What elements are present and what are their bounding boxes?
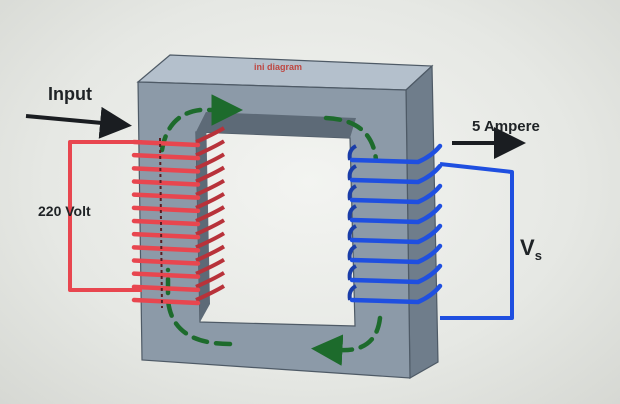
secondary-turn xyxy=(349,263,443,285)
secondary-turn-back xyxy=(347,224,358,241)
primary-turn xyxy=(131,205,201,214)
primary-turn xyxy=(131,284,201,293)
secondary-turn xyxy=(349,163,443,185)
primary-seam xyxy=(159,137,163,309)
primary-turn-back xyxy=(195,284,226,302)
primary-turn-back xyxy=(195,244,226,263)
primary-turn xyxy=(131,192,201,200)
primary-turn-back xyxy=(195,152,226,171)
input-arrow xyxy=(25,106,132,139)
primary-turn xyxy=(131,218,201,227)
primary-turn-back xyxy=(195,192,226,210)
secondary-turn xyxy=(349,223,443,245)
primary-turn xyxy=(131,245,201,253)
primary-turn-back xyxy=(195,218,226,236)
primary-turn xyxy=(131,179,201,187)
secondary-turn xyxy=(349,183,443,205)
output-voltage-main: V xyxy=(520,235,535,260)
input-voltage-label: 220 Volt xyxy=(38,203,91,219)
watermark-text: ini diagram xyxy=(254,62,302,72)
input-label: Input xyxy=(48,84,92,104)
primary-turn xyxy=(131,231,201,240)
primary-turn-back xyxy=(195,178,226,197)
primary-turn-back xyxy=(195,231,226,250)
secondary-turn-back xyxy=(347,204,358,221)
primary-turn-back xyxy=(195,139,226,157)
output-voltage-label: Vs xyxy=(520,235,542,263)
secondary-turn-back xyxy=(347,284,358,301)
secondary-turn-back xyxy=(347,164,358,181)
primary-turn-back xyxy=(195,126,226,144)
primary-turn xyxy=(131,152,201,161)
primary-turn-back xyxy=(195,271,226,289)
primary-turn-back xyxy=(195,165,226,184)
primary-leads xyxy=(68,140,142,292)
output-current-label: 5 Ampere xyxy=(472,118,540,135)
secondary-turn xyxy=(349,143,443,165)
secondary-turn-back xyxy=(347,184,358,201)
primary-winding xyxy=(131,126,226,309)
primary-turn-back xyxy=(195,257,226,276)
primary-turn xyxy=(131,297,201,306)
secondary-leads xyxy=(439,162,514,320)
secondary-turn-back xyxy=(347,244,358,261)
secondary-turn-back xyxy=(347,144,358,161)
secondary-turn xyxy=(349,243,443,265)
secondary-winding xyxy=(347,143,443,305)
primary-turn xyxy=(131,271,201,279)
primary-turn-back xyxy=(195,205,226,223)
secondary-turn-back xyxy=(347,264,358,281)
secondary-turn xyxy=(349,203,443,225)
secondary-turn xyxy=(349,283,443,305)
primary-turn xyxy=(131,258,201,266)
primary-turn xyxy=(131,166,201,174)
output-voltage-subscript: s xyxy=(535,248,542,263)
primary-turn xyxy=(131,139,201,148)
